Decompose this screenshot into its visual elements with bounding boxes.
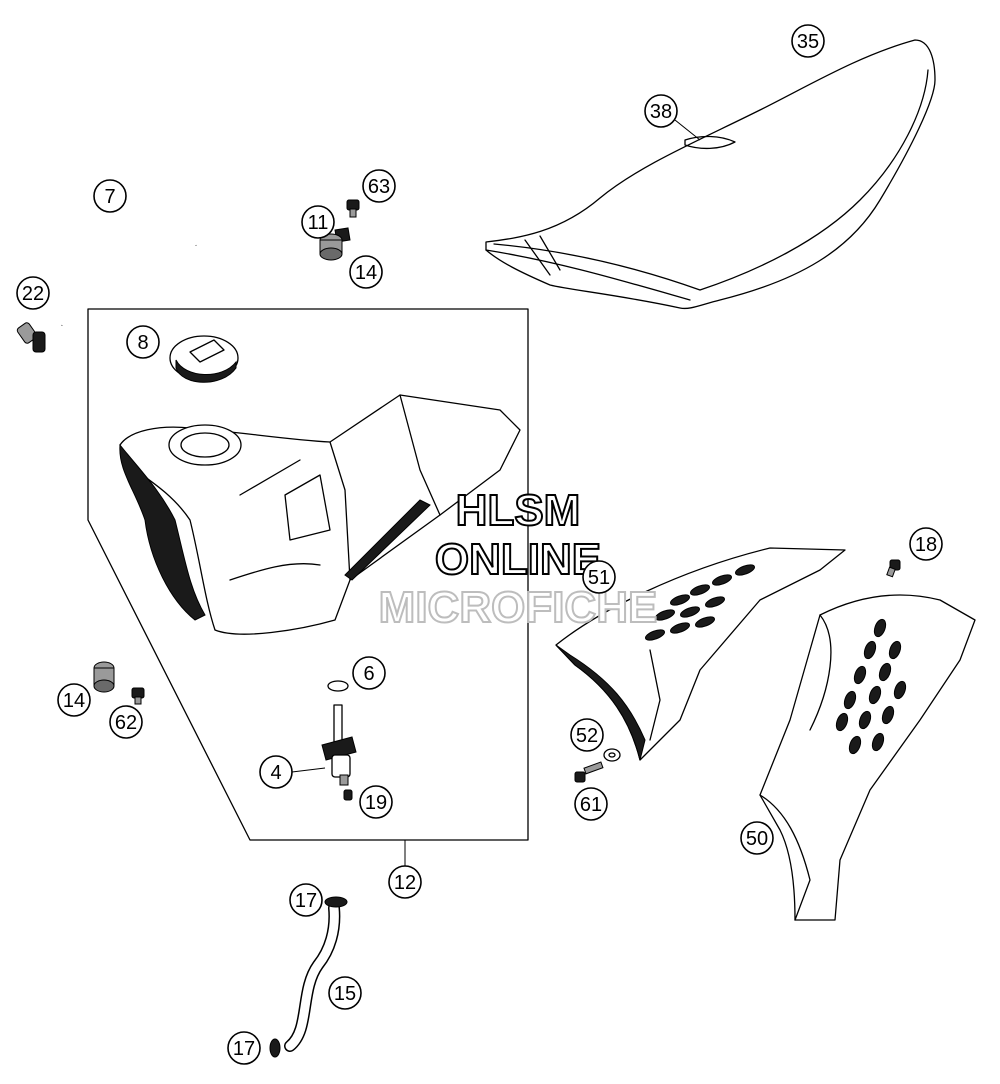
watermark: HLSM ONLINE MICROFICHE (378, 485, 659, 633)
callout-label: 50 (746, 828, 768, 850)
callout-c8: 8 (126, 325, 160, 359)
callout-circle (301, 205, 335, 239)
watermark-line-1: HLSM (456, 486, 581, 535)
callout-label: 51 (588, 567, 610, 589)
watermark-line-2: ONLINE (435, 535, 601, 584)
callout-circle (574, 787, 608, 821)
seat-drawing (485, 39, 936, 310)
fuel-hose (269, 896, 348, 1058)
callout-c51: 51 (582, 560, 616, 594)
callout-label: 61 (580, 794, 602, 816)
callout-c61: 61 (574, 787, 608, 821)
callout-c14b: 14 (57, 683, 91, 717)
callout-c17a: 17 (289, 883, 323, 917)
callout-circle (388, 865, 422, 899)
callout-circle (909, 527, 943, 561)
callout-label: 22 (22, 283, 44, 305)
callout-c12: 12 (388, 865, 422, 899)
callout-circle (126, 325, 160, 359)
callout-label: 38 (650, 101, 672, 123)
callout-c17b: 17 (227, 1031, 261, 1065)
callout-label: 15 (334, 983, 356, 1005)
callout-circle (570, 718, 604, 752)
o-ring (327, 680, 349, 692)
callout-label: 17 (233, 1038, 255, 1060)
fuel-cap (169, 335, 239, 383)
callout-label: 6 (363, 663, 374, 685)
callout-circle (259, 755, 293, 789)
screw-18 (886, 559, 901, 578)
callout-label: 11 (308, 212, 329, 234)
callout-label: 12 (394, 872, 416, 894)
fuel-tank (119, 394, 521, 635)
callout-c4: 4 (259, 755, 293, 789)
watermark-line-3: MICROFICHE (379, 583, 658, 632)
callout-c63: 63 (362, 169, 396, 203)
callout-circle (362, 169, 396, 203)
callout-circle (582, 560, 616, 594)
callout-label: 8 (137, 332, 148, 354)
callout-circle (644, 94, 678, 128)
mount-hardware-left (93, 661, 145, 705)
callout-c62: 62 (109, 705, 143, 739)
callout-label: 19 (365, 792, 387, 814)
callout-c15: 15 (328, 976, 362, 1010)
spoiler-right-vents (835, 618, 907, 755)
breather-hose-inner (60, 199, 198, 326)
callout-label: 14 (63, 690, 85, 712)
callout-c6: 6 (352, 656, 386, 690)
callout-circle (349, 255, 383, 289)
callout-c35: 35 (791, 24, 825, 58)
callout-circle (359, 785, 393, 819)
breather-hose (61, 200, 197, 326)
callout-circle (289, 883, 323, 917)
callout-circle (227, 1031, 261, 1065)
callout-label: 35 (797, 31, 819, 53)
callout-c11: 11 (301, 205, 335, 239)
callout-circle (328, 976, 362, 1010)
callout-label: 18 (915, 534, 937, 556)
callout-circle (16, 276, 50, 310)
callout-c14a: 14 (349, 255, 383, 289)
callout-label: 62 (115, 712, 137, 734)
leader-4 (291, 767, 326, 773)
callout-label: 14 (355, 262, 377, 284)
callout-c50: 50 (740, 821, 774, 855)
callout-circle (791, 24, 825, 58)
group-12-frame (87, 308, 529, 841)
callout-label: 4 (270, 762, 281, 784)
hose-fitting (16, 322, 46, 353)
callout-circle (352, 656, 386, 690)
callout-label: 17 (295, 890, 317, 912)
spoiler-left (555, 547, 846, 761)
callout-circle (57, 683, 91, 717)
callout-circle (740, 821, 774, 855)
callout-circle (93, 179, 127, 213)
callout-c52: 52 (570, 718, 604, 752)
callout-label: 52 (576, 725, 598, 747)
callout-layer: 35 38 7 63 11 14 22 8 18 51 6 14 62 52 4 19 61 50 12 17 15 17 (16, 24, 943, 1065)
spoiler-right (759, 594, 976, 921)
callout-c22: 22 (16, 276, 50, 310)
callout-c19: 19 (359, 785, 393, 819)
callout-c7: 7 (93, 179, 127, 213)
callout-circle (109, 705, 143, 739)
callout-label: 7 (104, 186, 115, 208)
leader-38 (674, 119, 701, 141)
callout-c38: 38 (644, 94, 678, 128)
spoiler-left-vents (645, 564, 755, 641)
callout-label: 63 (368, 176, 390, 198)
fuel-tap (321, 704, 357, 801)
mount-hardware-right (574, 748, 621, 783)
callout-c18: 18 (909, 527, 943, 561)
